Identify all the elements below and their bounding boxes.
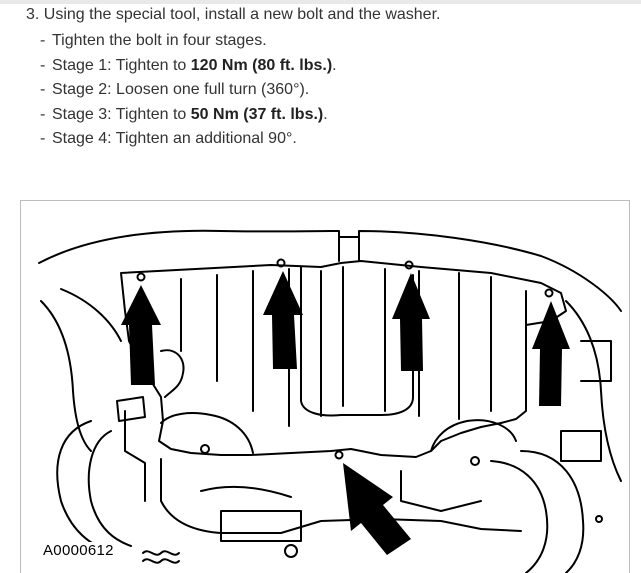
stage-item: -Tighten the bolt in four stages. xyxy=(40,32,267,49)
left-hose xyxy=(87,430,132,547)
stage-list: -Tighten the bolt in four stages. -Stage… xyxy=(40,29,337,152)
component-illustration: A0000612 xyxy=(20,200,630,573)
stage-item: -Stage 1: Tighten to 120 Nm (80 ft. lbs.… xyxy=(40,56,337,74)
mount-hole xyxy=(200,444,210,454)
bolt-location xyxy=(136,272,146,282)
stage-item: -Stage 2: Loosen one full turn (360°). xyxy=(40,81,310,98)
arrow-indicator xyxy=(263,271,303,369)
engine-diagram xyxy=(38,229,622,573)
mount-hole xyxy=(595,515,603,523)
outer-housing-outline xyxy=(38,229,622,312)
top-boss xyxy=(338,236,360,262)
right-component xyxy=(560,430,602,462)
step-instruction: 3. Using the special tool, install a new… xyxy=(26,6,441,23)
top-divider xyxy=(0,0,641,4)
left-bracket xyxy=(124,410,146,502)
right-component xyxy=(580,340,612,382)
bolt-location xyxy=(276,258,286,268)
leader-line xyxy=(142,550,180,556)
bolt-location xyxy=(334,450,344,460)
arrow-indicator xyxy=(121,285,161,385)
stage-item: -Stage 4: Tighten an additional 90°. xyxy=(40,130,297,147)
lower-fitting xyxy=(400,470,482,512)
leader-line xyxy=(142,558,180,564)
lower-manifold xyxy=(160,458,522,534)
arrow-indicator xyxy=(343,463,411,555)
bolt-location xyxy=(404,260,414,270)
right-hose xyxy=(520,450,585,573)
bolt-location xyxy=(544,288,554,298)
arrow-indicator xyxy=(392,273,430,371)
lower-block xyxy=(220,510,302,542)
inner-panel xyxy=(300,266,414,417)
right-bulge xyxy=(430,419,517,452)
fitting-circle xyxy=(284,544,298,558)
left-clip xyxy=(116,396,146,422)
lower-hose xyxy=(200,485,292,498)
left-housing xyxy=(40,300,92,452)
left-curve-part xyxy=(160,349,185,398)
left-housing xyxy=(60,288,122,342)
right-hose xyxy=(490,460,549,573)
stage-item: -Stage 3: Tighten to 50 Nm (37 ft. lbs.)… xyxy=(40,105,328,123)
left-bulge xyxy=(160,412,254,454)
mount-hole xyxy=(470,456,480,466)
figure-code: A0000612 xyxy=(41,542,116,559)
arrow-indicator xyxy=(532,301,570,406)
right-housing xyxy=(565,300,622,482)
